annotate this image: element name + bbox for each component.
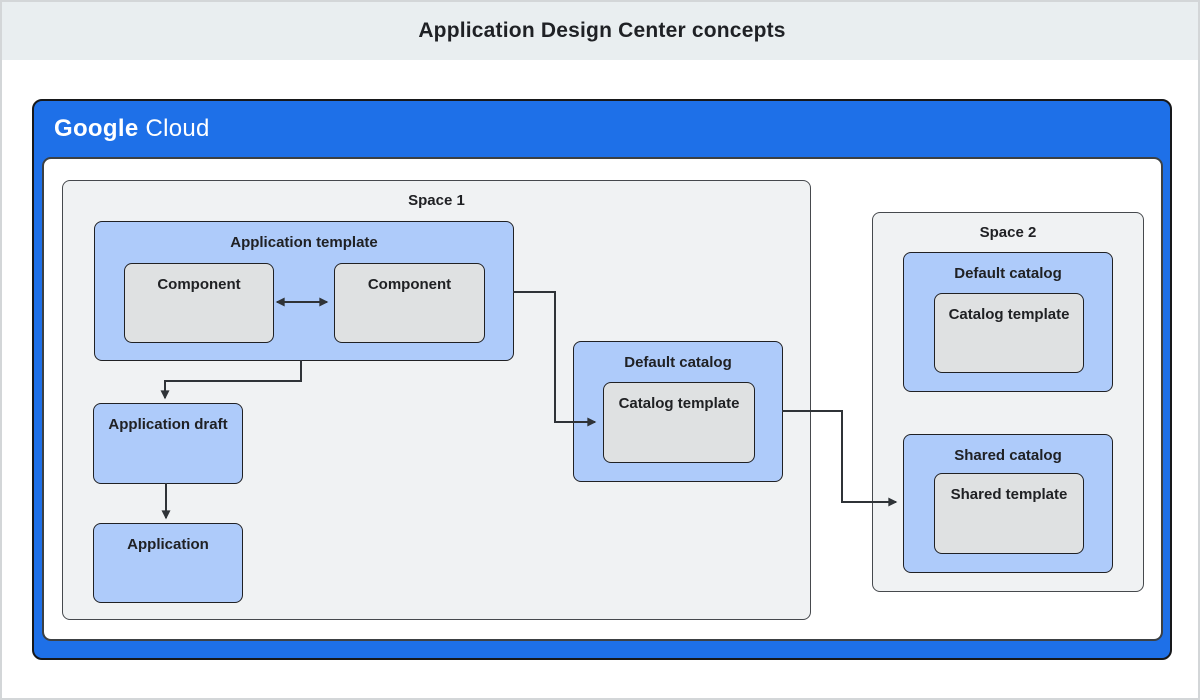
space1-default-catalog-box: Default catalog Catalog template	[573, 341, 783, 482]
logo-brand: Google	[54, 115, 139, 142]
space2-catalog-template-box: Catalog template	[934, 293, 1084, 373]
space2-shared-template-label: Shared template	[950, 486, 1068, 503]
space2-container: Space 2 Default catalog Catalog template…	[872, 212, 1144, 592]
space2-default-catalog-label: Default catalog	[954, 265, 1062, 282]
application-box: Application	[93, 523, 243, 603]
space2-shared-catalog-label: Shared catalog	[954, 447, 1062, 464]
component-right-label: Component	[367, 276, 452, 293]
application-label: Application	[127, 536, 209, 553]
page-title: Application Design Center concepts	[418, 19, 786, 42]
space2-shared-catalog-box: Shared catalog Shared template	[903, 434, 1113, 573]
space2-shared-template-box: Shared template	[934, 473, 1084, 554]
component-box-left: Component	[124, 263, 274, 343]
component-box-right: Component	[334, 263, 485, 343]
space2-catalog-template-label: Catalog template	[948, 306, 1070, 323]
space1-catalog-template-box: Catalog template	[603, 382, 755, 463]
space1-catalog-template-label: Catalog template	[618, 395, 740, 412]
title-banner: Application Design Center concepts	[2, 2, 1198, 60]
application-draft-label: Application draft	[108, 416, 228, 433]
space2-default-catalog-box: Default catalog Catalog template	[903, 252, 1113, 392]
space2-label: Space 2	[979, 224, 1037, 241]
application-draft-box: Application draft	[93, 403, 243, 484]
application-template-label: Application template	[230, 234, 378, 251]
space1-label: Space 1	[408, 192, 465, 209]
application-template-box: Application template Component Component	[94, 221, 514, 361]
component-left-label: Component	[157, 276, 241, 293]
space1-container: Space 1 Application template Component C…	[62, 180, 811, 620]
logo-product: Cloud	[145, 115, 210, 142]
space1-default-catalog-label: Default catalog	[624, 354, 732, 371]
